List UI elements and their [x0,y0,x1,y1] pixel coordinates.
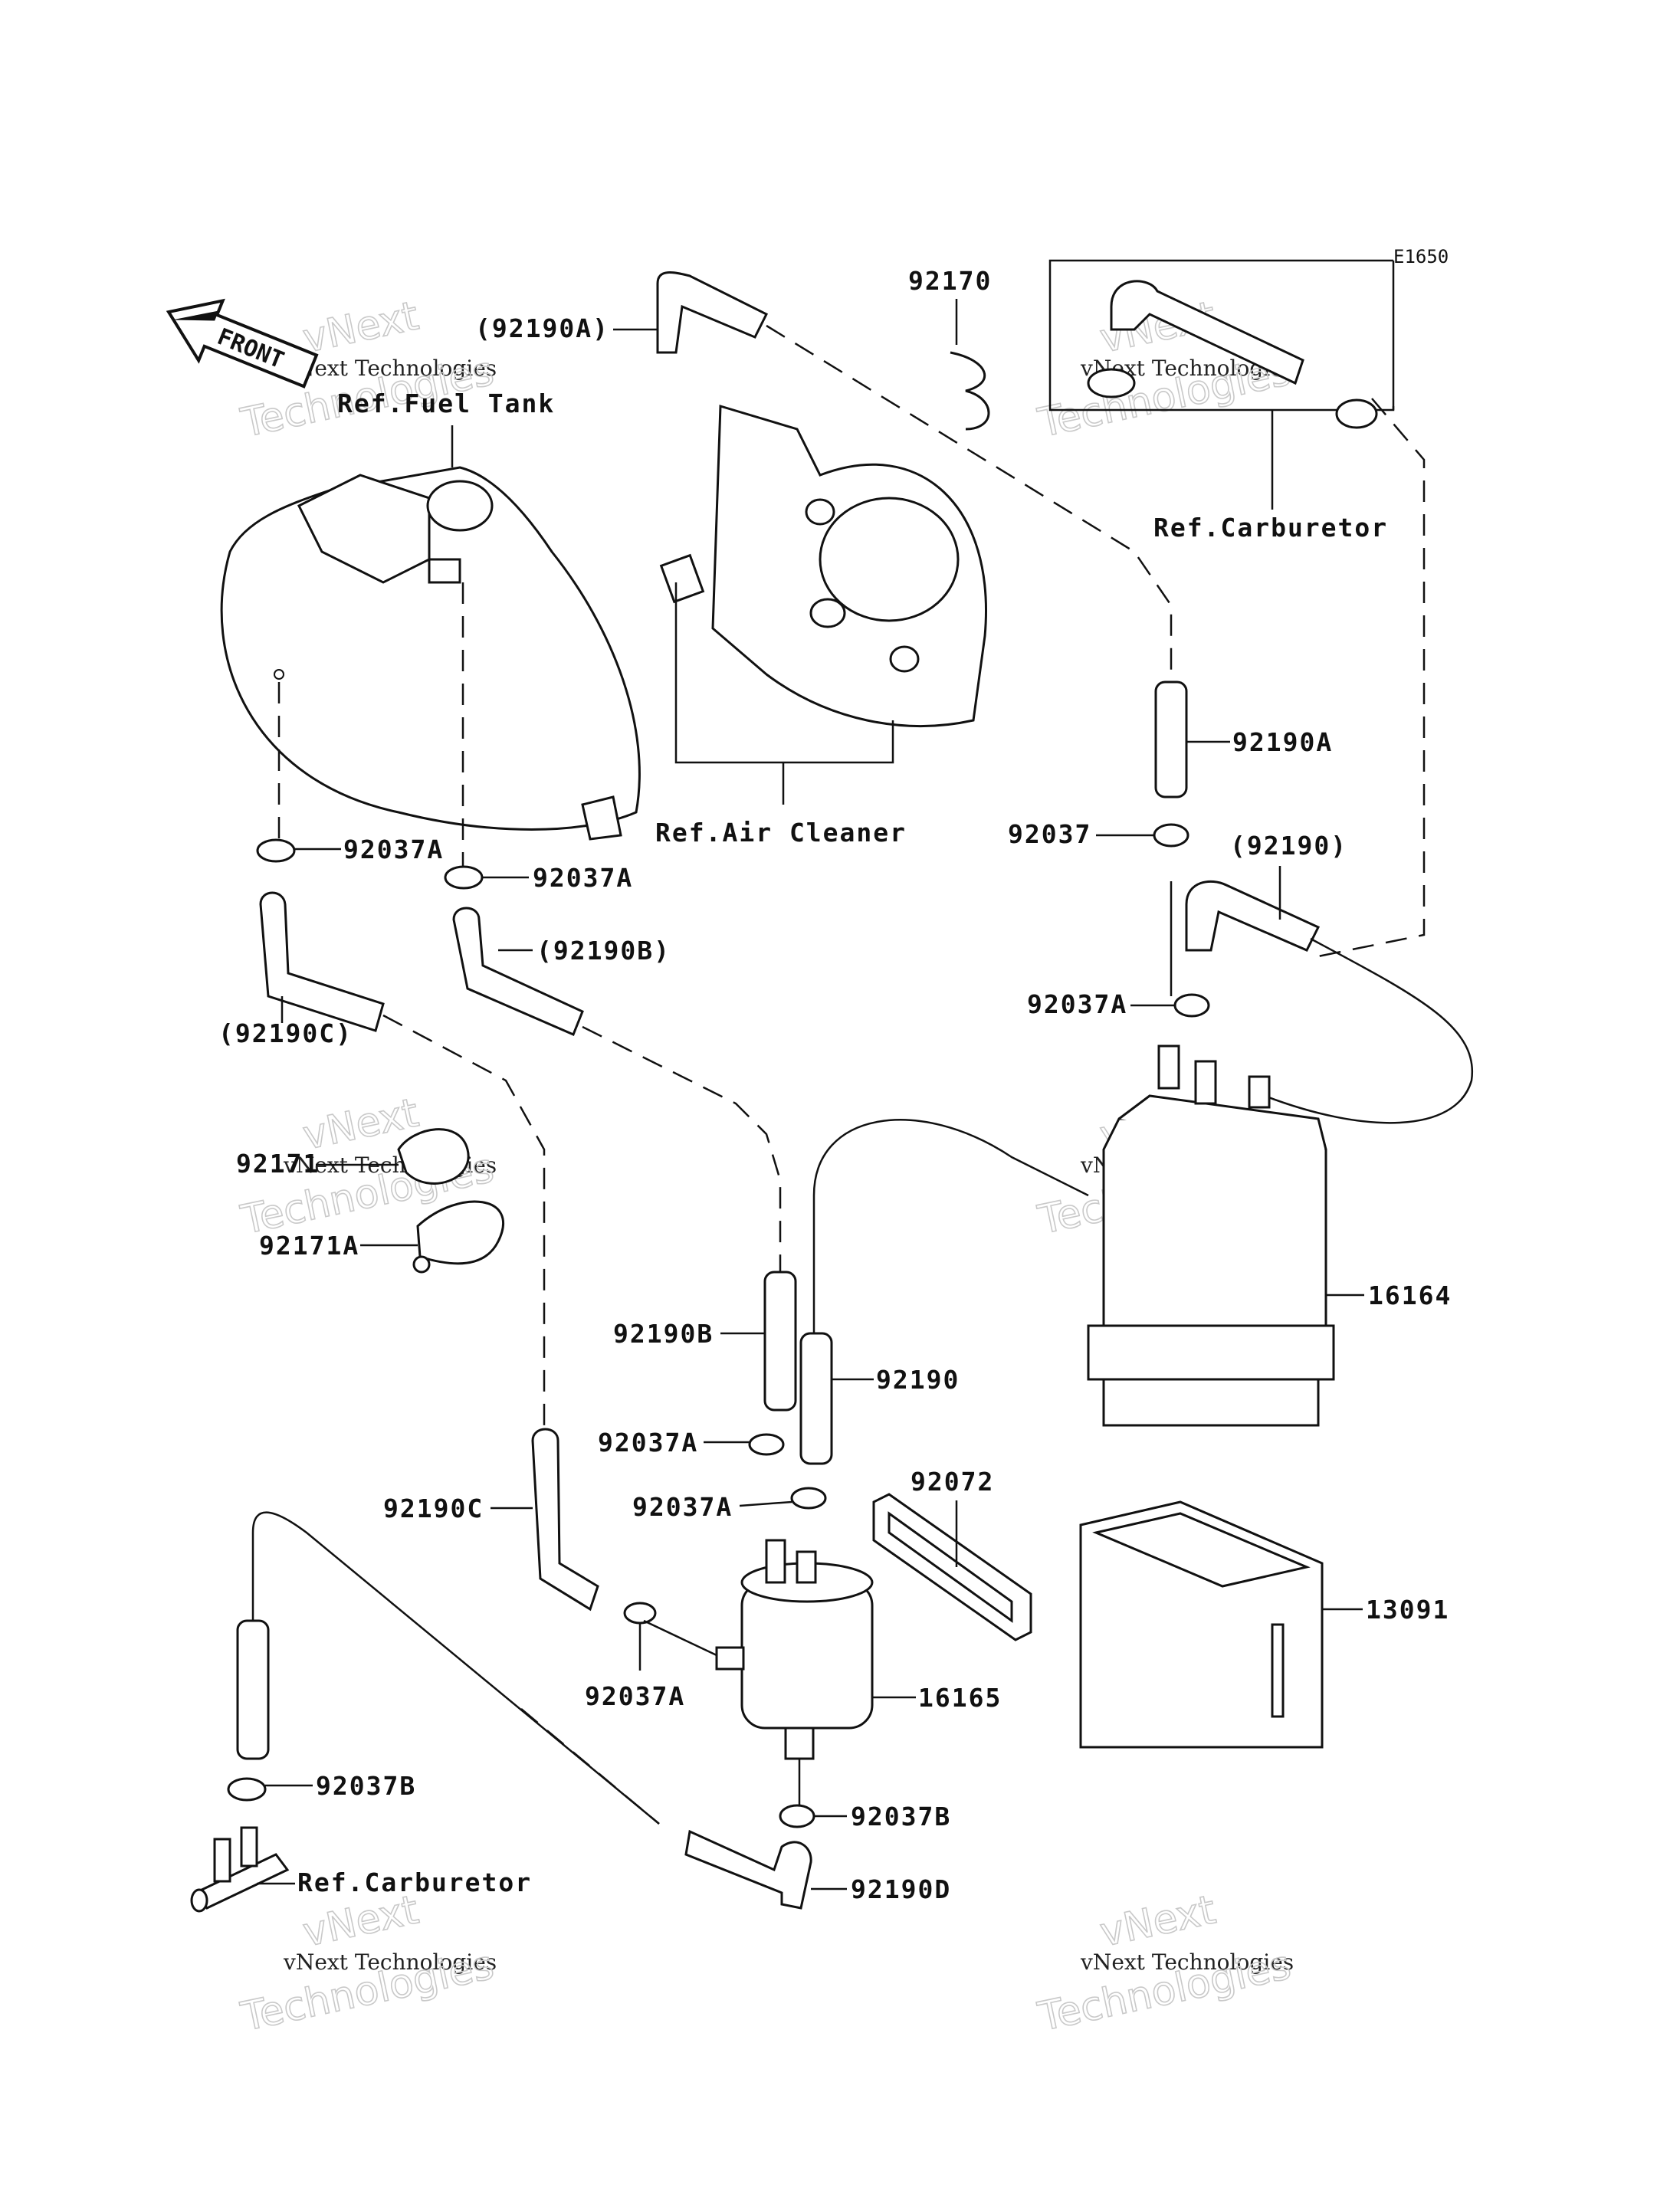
part-16164: 16164 [1368,1280,1452,1310]
clamp-92037B-right [779,1804,815,1828]
part-92072: 92072 [911,1467,994,1497]
hose-92190B-top [452,907,584,1036]
part-92190B: 92190B [613,1319,714,1349]
part-92037B-left: 92037B [316,1771,416,1801]
svg-text:vNext Technologies: vNext Technologies [1080,1949,1294,1975]
part-92190B-paren: (92190B) [536,936,671,966]
part-92170: 92170 [908,266,992,296]
clamp-92037-top [1153,823,1189,848]
clamp-92037A-filter-top [790,1487,827,1510]
hose-92190C-top [259,891,385,1032]
hose-92190C [531,1428,599,1612]
part-92190C: 92190C [383,1494,484,1523]
clamp-92037A-tank-left [256,838,296,863]
hose-92190-top [1185,880,1321,952]
svg-text:vNext: vNext [299,293,422,362]
watermark-bottom-left: vNext vNext Technologies Technologies [236,1887,498,2041]
ref-carburetor-top-label: Ref.Carburetor [1153,513,1388,543]
ref-air-cleaner-label: Ref.Air Cleaner [655,818,907,848]
part-92037A-canister: 92037A [1027,989,1127,1019]
hose-92190A-top [656,271,769,354]
svg-text:vNext Technologies: vNext Technologies [283,356,497,381]
clamp-92037B-left [227,1777,267,1802]
ref-fuel-tank-label: Ref.Fuel Tank [337,389,555,418]
part-92037A-filter-top: 92037A [632,1492,733,1522]
part-16165: 16165 [918,1683,1002,1713]
part-92037B-right: 92037B [851,1802,951,1831]
clip-92171A [412,1200,504,1274]
hose-92190D [684,1829,812,1910]
part-92037A-filter-side: 92037A [585,1681,685,1711]
diagram-code: E1650 [1393,246,1449,267]
watermark-bottom-right: vNext vNext Technologies Technologies [1033,1887,1295,2041]
svg-text:vNext: vNext [1096,1887,1219,1956]
clamp-92037A-mid [748,1433,785,1456]
carburetor-fitting [190,1826,290,1913]
fuel-tank [220,466,641,841]
clamp-92037A-filter-side [623,1602,657,1625]
hose-92190A [1154,680,1188,798]
part-92190-paren: (92190) [1230,831,1347,861]
part-92037A-mid: 92037A [598,1428,698,1458]
part-92037A-tank-right: 92037A [533,863,633,893]
part-92171A: 92171A [259,1231,359,1261]
air-cleaner [659,405,987,727]
hose-lower-left [236,1619,270,1760]
part-13091: 13091 [1366,1595,1449,1625]
hose-92190B [763,1271,797,1412]
band-92072 [872,1493,1032,1641]
part-92190: 92190 [876,1365,960,1395]
clamp-92037A-canister [1173,993,1210,1018]
clamp-92037A-tank-right [444,865,484,890]
box-13091 [1079,1500,1324,1749]
part-92171: 92171 [236,1149,320,1179]
part-92190C-paren: (92190C) [218,1018,353,1048]
part-92037A-tank-left: 92037A [343,835,444,864]
canister-16164 [1087,1044,1335,1427]
filter-16165 [715,1539,874,1760]
clip-92170 [950,351,990,431]
part-92190A: 92190A [1232,727,1333,757]
clip-92171 [397,1128,470,1185]
svg-text:vNext Technologies: vNext Technologies [283,1949,497,1975]
part-92190D: 92190D [851,1874,951,1904]
carburetor-hose-inset [1087,280,1378,429]
part-92037-top: 92037 [1008,819,1091,849]
part-92190A-paren: (92190A) [475,313,609,343]
ref-carburetor-bottom-label: Ref.Carburetor [297,1867,532,1897]
hose-92190 [799,1332,833,1465]
front-arrow-icon: FRONT [166,298,319,389]
